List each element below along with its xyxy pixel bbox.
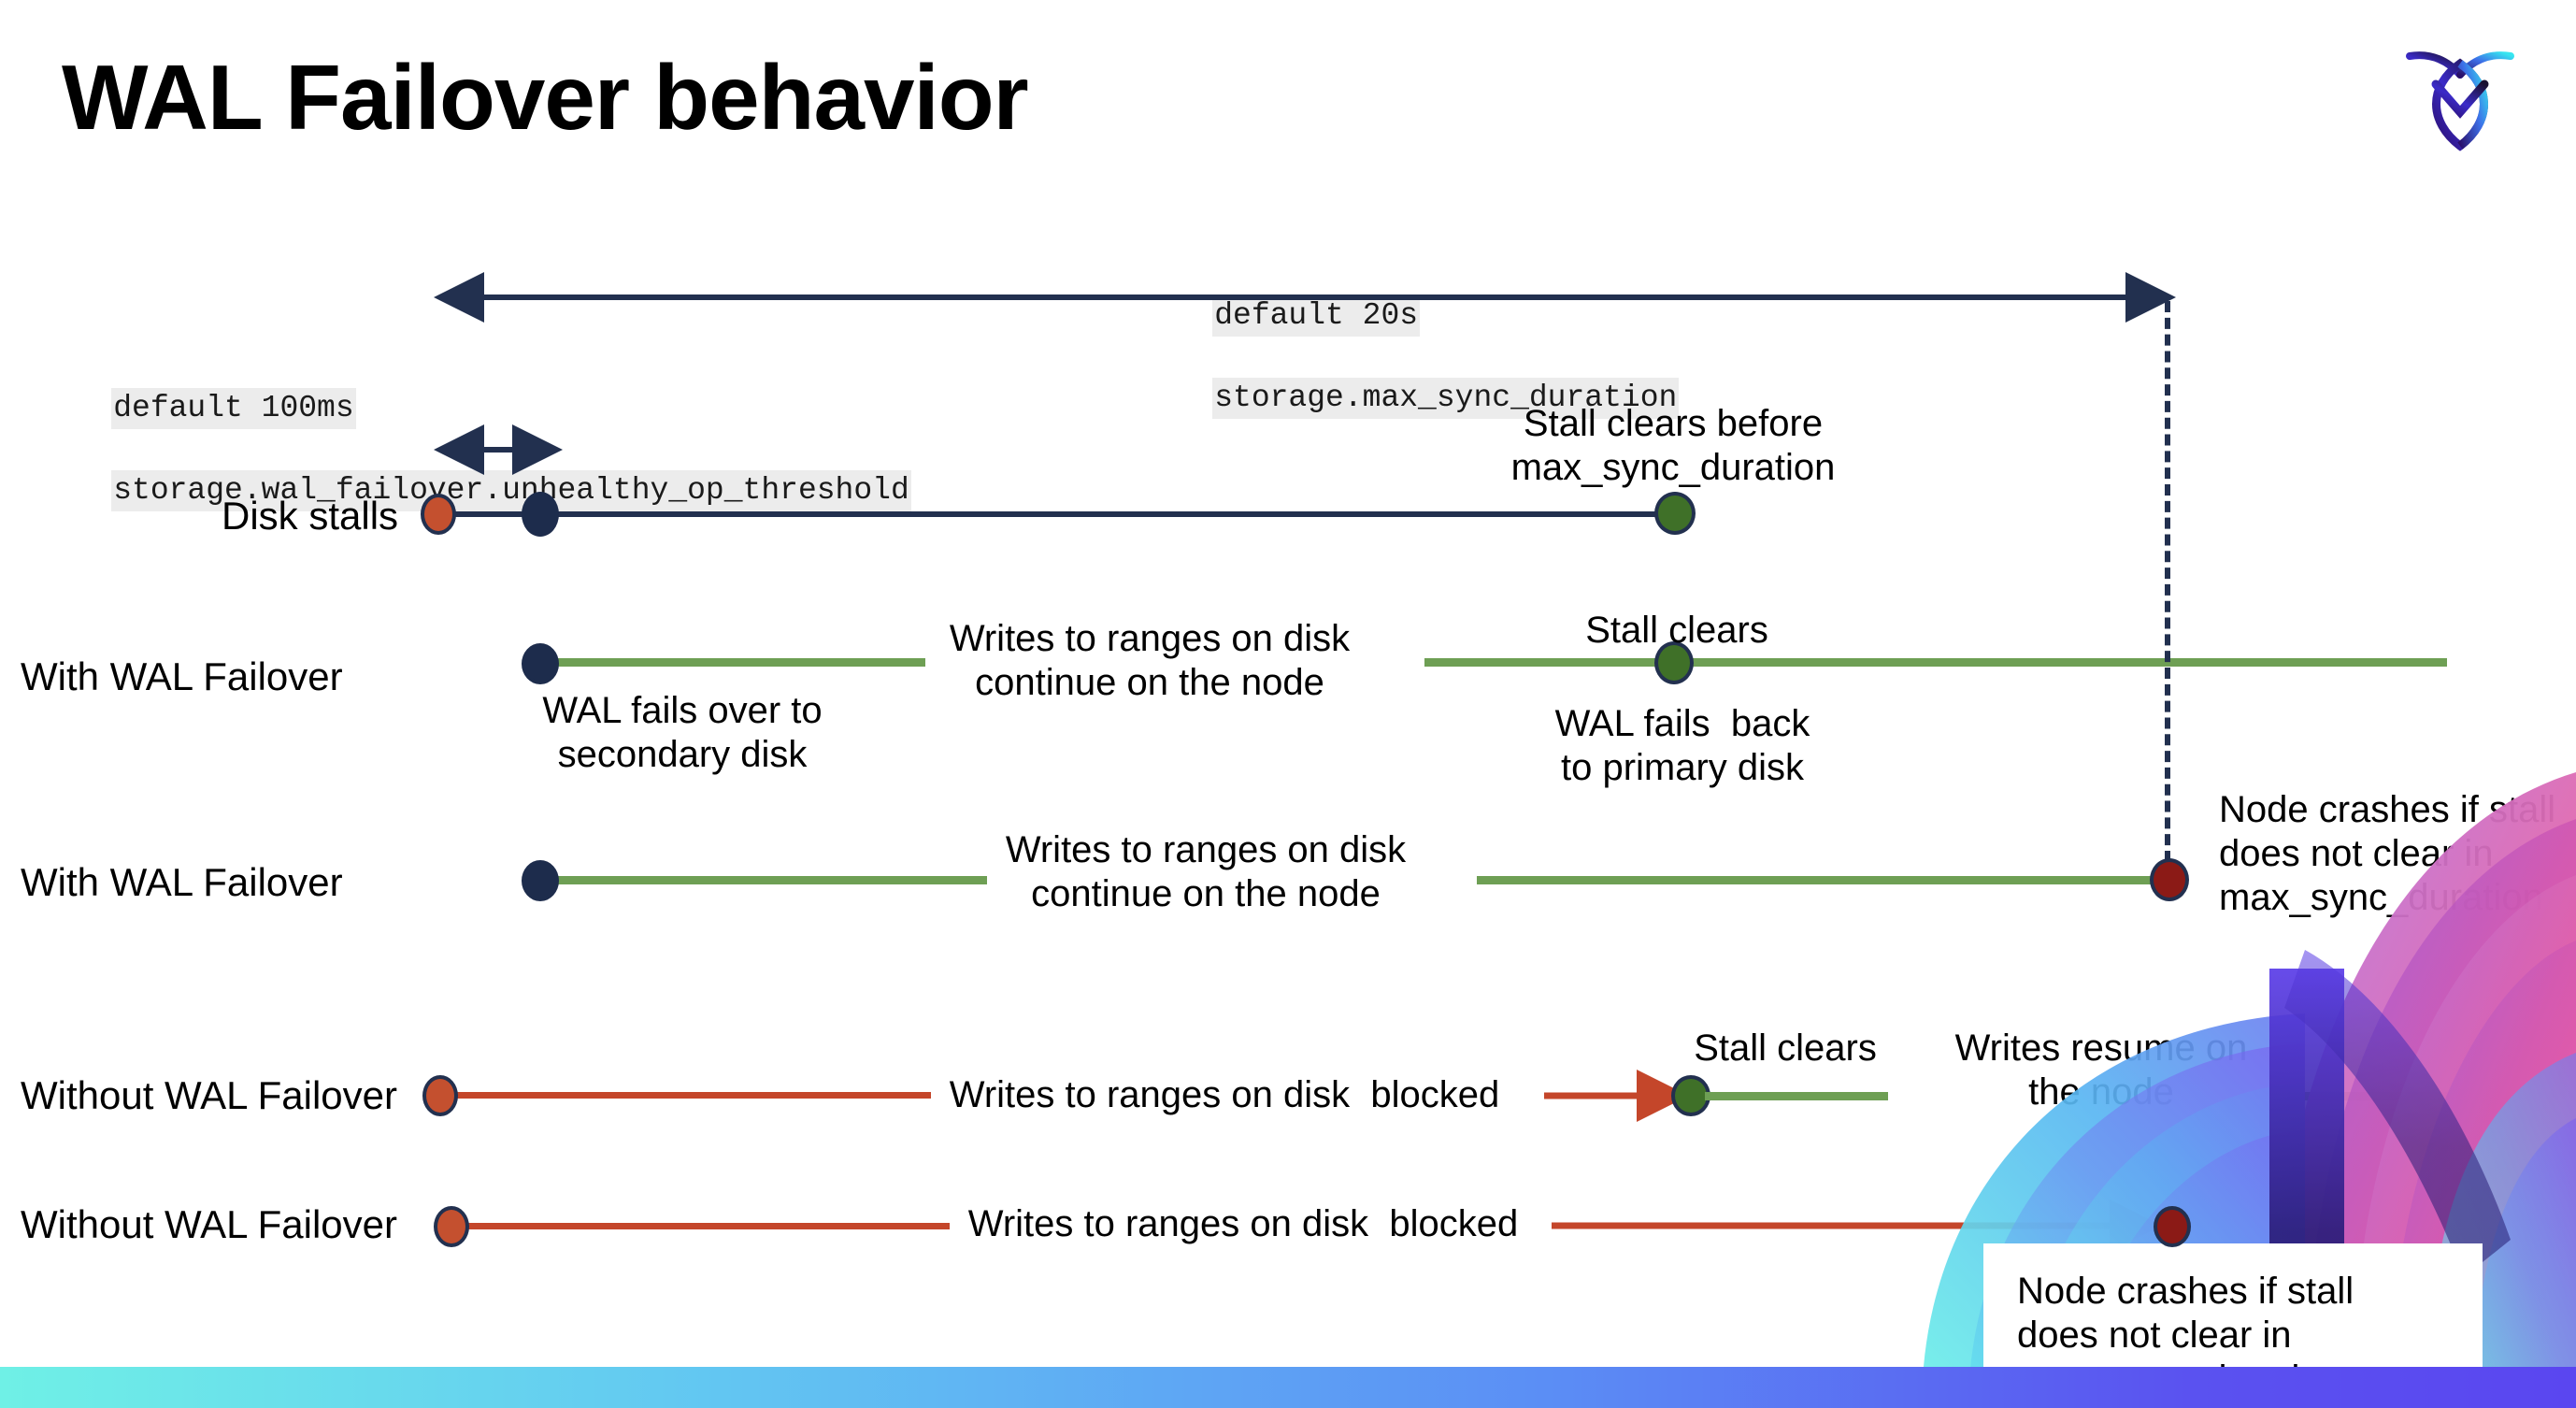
wal-failover-start-dot-1 [522, 643, 559, 684]
cockroachdb-logo-icon [2395, 32, 2526, 153]
annotation-writes-continue-1: Writes to ranges on disk continue on the… [949, 618, 1351, 703]
node-crash-dot-1 [2150, 858, 2189, 901]
annotation-wal-fails-over: WAL fails over to secondary disk [542, 690, 823, 775]
wal-failover-green-line-1a [551, 658, 925, 667]
annotation-node-crashes-1: Node crashes if stall does not clear in … [2219, 789, 2556, 918]
disk-stall-start-dot-3 [434, 1206, 469, 1247]
disk-stalls-timeline [439, 511, 1673, 517]
wal-failover-trigger-dot [522, 492, 559, 537]
annotation-wal-fails-back: WAL fails back to primary disk [1554, 703, 1810, 788]
max-sync-duration-default: default 20s [1212, 295, 1421, 337]
unhealthy-op-threshold-name: storage.wal_failover.unhealthy_op_thresh… [111, 470, 911, 511]
bottom-gradient-bar [0, 1367, 2576, 1408]
wal-failover-start-dot-2 [522, 860, 559, 901]
stall-clears-dot-1 [1654, 492, 1696, 535]
disk-stall-start-dot [421, 494, 456, 535]
row-label-disk-stalls: Disk stalls [222, 494, 399, 538]
row-label-without-wal-failover-2: Without WAL Failover [21, 1202, 397, 1246]
stall-clears-dot-2 [1654, 641, 1694, 684]
annotation-stall-clears-2: Stall clears [1585, 610, 1768, 651]
unhealthy-op-threshold-default: default 100ms [111, 388, 356, 429]
node-crash-dot-2 [2154, 1206, 2191, 1247]
unhealthy-op-threshold-setting: default 100ms storage.wal_failover.unhea… [37, 347, 911, 553]
wal-failover-green-line-1b [1424, 658, 2447, 667]
annotation-stall-clears-3-placed: Stall clears [1694, 1027, 1877, 1069]
disk-stall-start-dot-2 [422, 1075, 458, 1116]
annotation-writes-resume: Writes resume on the node [1954, 1027, 2248, 1113]
without-failover-green-line-1a [1705, 1092, 1888, 1100]
row-label-with-wal-failover-2: With WAL Failover [21, 860, 343, 904]
without-failover-green-line-1b [2288, 1092, 2449, 1100]
max-sync-duration-dashed-line [2165, 301, 2170, 862]
annotation-writes-continue-2: Writes to ranges on disk continue on the… [1005, 829, 1407, 914]
wal-failover-green-line-2a [551, 876, 987, 884]
without-failover-orange-line-2 [456, 1223, 950, 1229]
row-label-with-wal-failover-1: With WAL Failover [21, 654, 343, 698]
page-title: WAL Failover behavior [62, 46, 1029, 149]
stall-clears-dot-3 [1671, 1075, 1710, 1116]
annotation-stall-clears-before: Stall clears before max_sync_duration [1510, 403, 1836, 488]
wal-failover-green-line-2b [1477, 876, 2168, 884]
without-failover-orange-line-1 [445, 1092, 931, 1099]
annotation-writes-blocked-1: Writes to ranges on disk blocked [949, 1074, 1500, 1115]
annotation-writes-blocked-2: Writes to ranges on disk blocked [967, 1203, 1519, 1244]
max-sync-duration-name: storage.max_sync_duration [1212, 378, 1680, 419]
row-label-without-wal-failover-1: Without WAL Failover [21, 1073, 397, 1117]
